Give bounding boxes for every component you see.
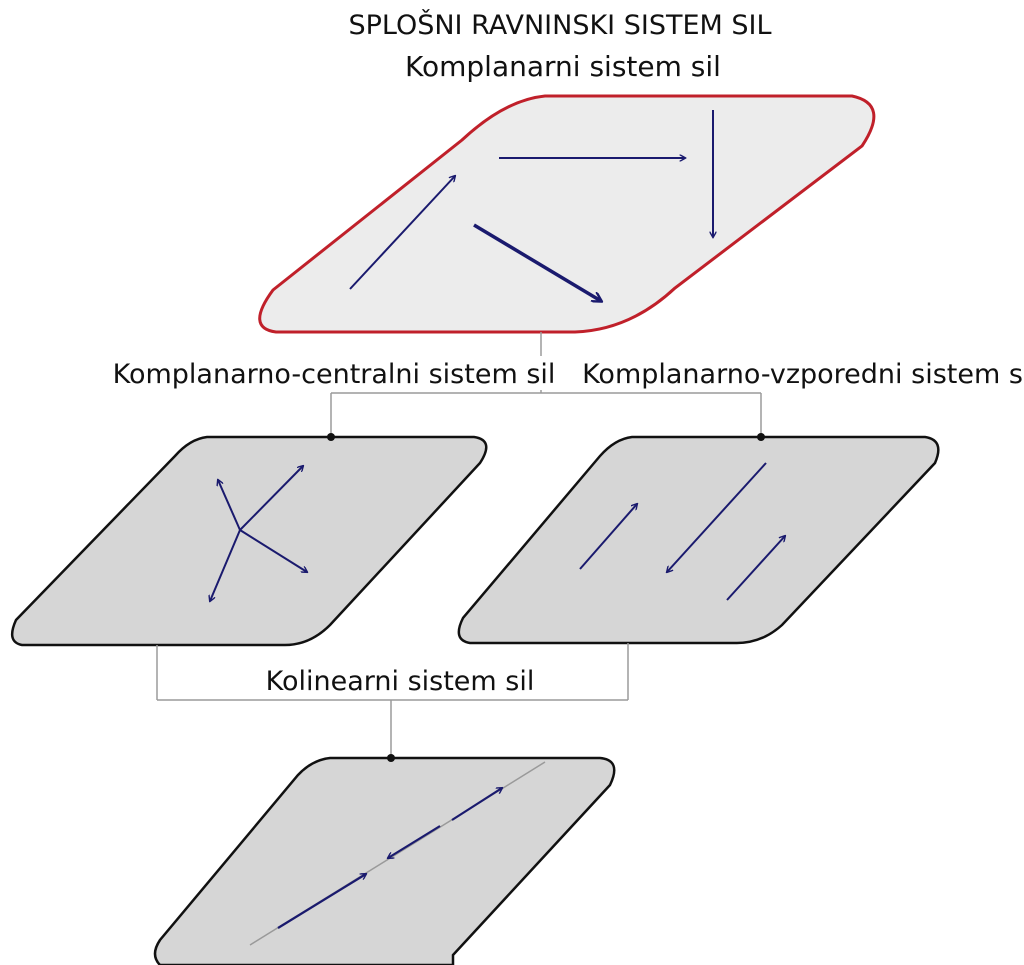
- parallel-plane-shape: [457, 435, 940, 645]
- diagram-title: SPLOŠNI RAVNINSKI SISTEM SIL: [348, 9, 771, 41]
- force-arrow: [451, 788, 502, 821]
- force-arrow: [218, 480, 241, 531]
- coplanar-plane-shape: [258, 94, 876, 334]
- force-arrow-thick: [473, 223, 601, 301]
- force-arrow: [667, 462, 767, 572]
- force-arrow: [210, 529, 241, 601]
- force-arrow: [277, 874, 366, 929]
- parallel-system-label: Komplanarno-vzporedni sistem sil: [582, 359, 1024, 390]
- force-arrow: [239, 529, 307, 572]
- connection-node: [387, 754, 395, 762]
- force-arrow: [349, 176, 455, 290]
- connector-lines-bottom: [156, 643, 629, 758]
- coplanar-plane: [258, 94, 876, 334]
- diagram-subtitle: Komplanarni sistem sil: [405, 50, 721, 83]
- force-arrow: [726, 536, 785, 601]
- central-plane-shape: [10, 435, 488, 647]
- force-arrow: [579, 504, 637, 570]
- force-arrow: [388, 825, 441, 858]
- connection-node: [327, 433, 335, 441]
- collinear-system-label: Kolinearni sistem sil: [266, 666, 535, 697]
- connection-node: [757, 433, 765, 441]
- central-system-label: Komplanarno-centralni sistem sil: [113, 359, 556, 390]
- parallel-plane: [457, 433, 940, 645]
- force-arrow: [239, 466, 303, 531]
- central-plane: [10, 433, 488, 647]
- collinear-plane: [153, 754, 616, 965]
